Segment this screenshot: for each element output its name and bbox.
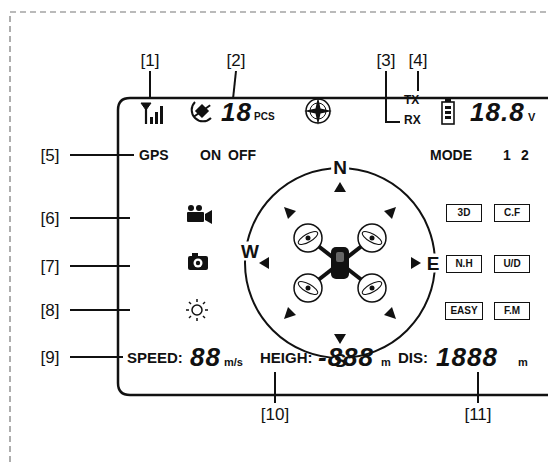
mode-label: EASY [450, 306, 477, 316]
compass-letter: E [425, 254, 442, 273]
unit-label: m [381, 357, 391, 368]
video-camera-icon [187, 205, 212, 224]
mode-label: 3D [458, 208, 471, 218]
unit-label: m/s [224, 357, 243, 368]
mode-box: U/D [494, 255, 530, 273]
rx-indicator: RX [404, 114, 421, 126]
gps-on: ON [200, 148, 221, 162]
battery-icon [442, 99, 454, 124]
mode-label: MODE [430, 148, 472, 162]
light-icon [186, 299, 208, 321]
compass-letter: N [331, 158, 349, 177]
mode-box: F.M [494, 302, 530, 320]
callout-number: [9] [41, 349, 60, 366]
mode-number: 2 [521, 148, 529, 162]
speed-label: SPEED: [127, 350, 183, 365]
mode-label: C.F [504, 208, 520, 218]
compass-letter: W [239, 242, 261, 261]
callout-number: [6] [41, 210, 60, 227]
callout-number: [2] [227, 52, 246, 69]
mode-box: EASY [445, 302, 483, 320]
compass-icon [304, 97, 332, 125]
lcd-panel [118, 98, 548, 395]
tx-indicator: TX [404, 94, 419, 106]
gps-off: OFF [228, 148, 256, 162]
unit-label: m [518, 357, 528, 368]
signal-icon [141, 103, 163, 124]
dashed-frame [10, 12, 550, 462]
leader-lines [70, 71, 478, 403]
callout-number: [5] [41, 147, 60, 164]
height-label: HEIGH: [260, 350, 313, 365]
callout-number: [8] [41, 302, 60, 319]
satellite-icon [192, 102, 211, 121]
callout-number: [7] [41, 258, 60, 275]
compass-ring [245, 168, 435, 358]
unit-label: PCS [254, 112, 275, 122]
callout-number: [4] [409, 52, 428, 69]
distance-readout: 1888 [436, 344, 498, 370]
mode-box: 3D [446, 204, 482, 222]
gps-label: GPS [139, 148, 169, 162]
photo-camera-icon [188, 253, 208, 270]
mode-label: U/D [503, 259, 520, 269]
distance-label: DIS: [398, 350, 428, 365]
callout-number: [1] [141, 52, 160, 69]
satellite-count: 18 [221, 99, 252, 125]
direction-arrows [259, 182, 421, 344]
mode-box: C.F [494, 204, 530, 222]
callout-number: [10] [261, 406, 289, 423]
mode-label: F.M [504, 306, 520, 316]
drone-illustration [294, 224, 386, 302]
voltage-readout: 18.8 [470, 99, 525, 125]
speed-readout: 88 [190, 344, 221, 370]
mode-label: N.H [455, 259, 472, 269]
mode-box: N.H [446, 255, 482, 273]
callout-number: [3] [377, 52, 396, 69]
callout-number: [11] [464, 406, 491, 423]
unit-label: V [528, 112, 535, 123]
mode-number: 1 [503, 148, 511, 162]
height-readout: -888 [318, 344, 374, 370]
